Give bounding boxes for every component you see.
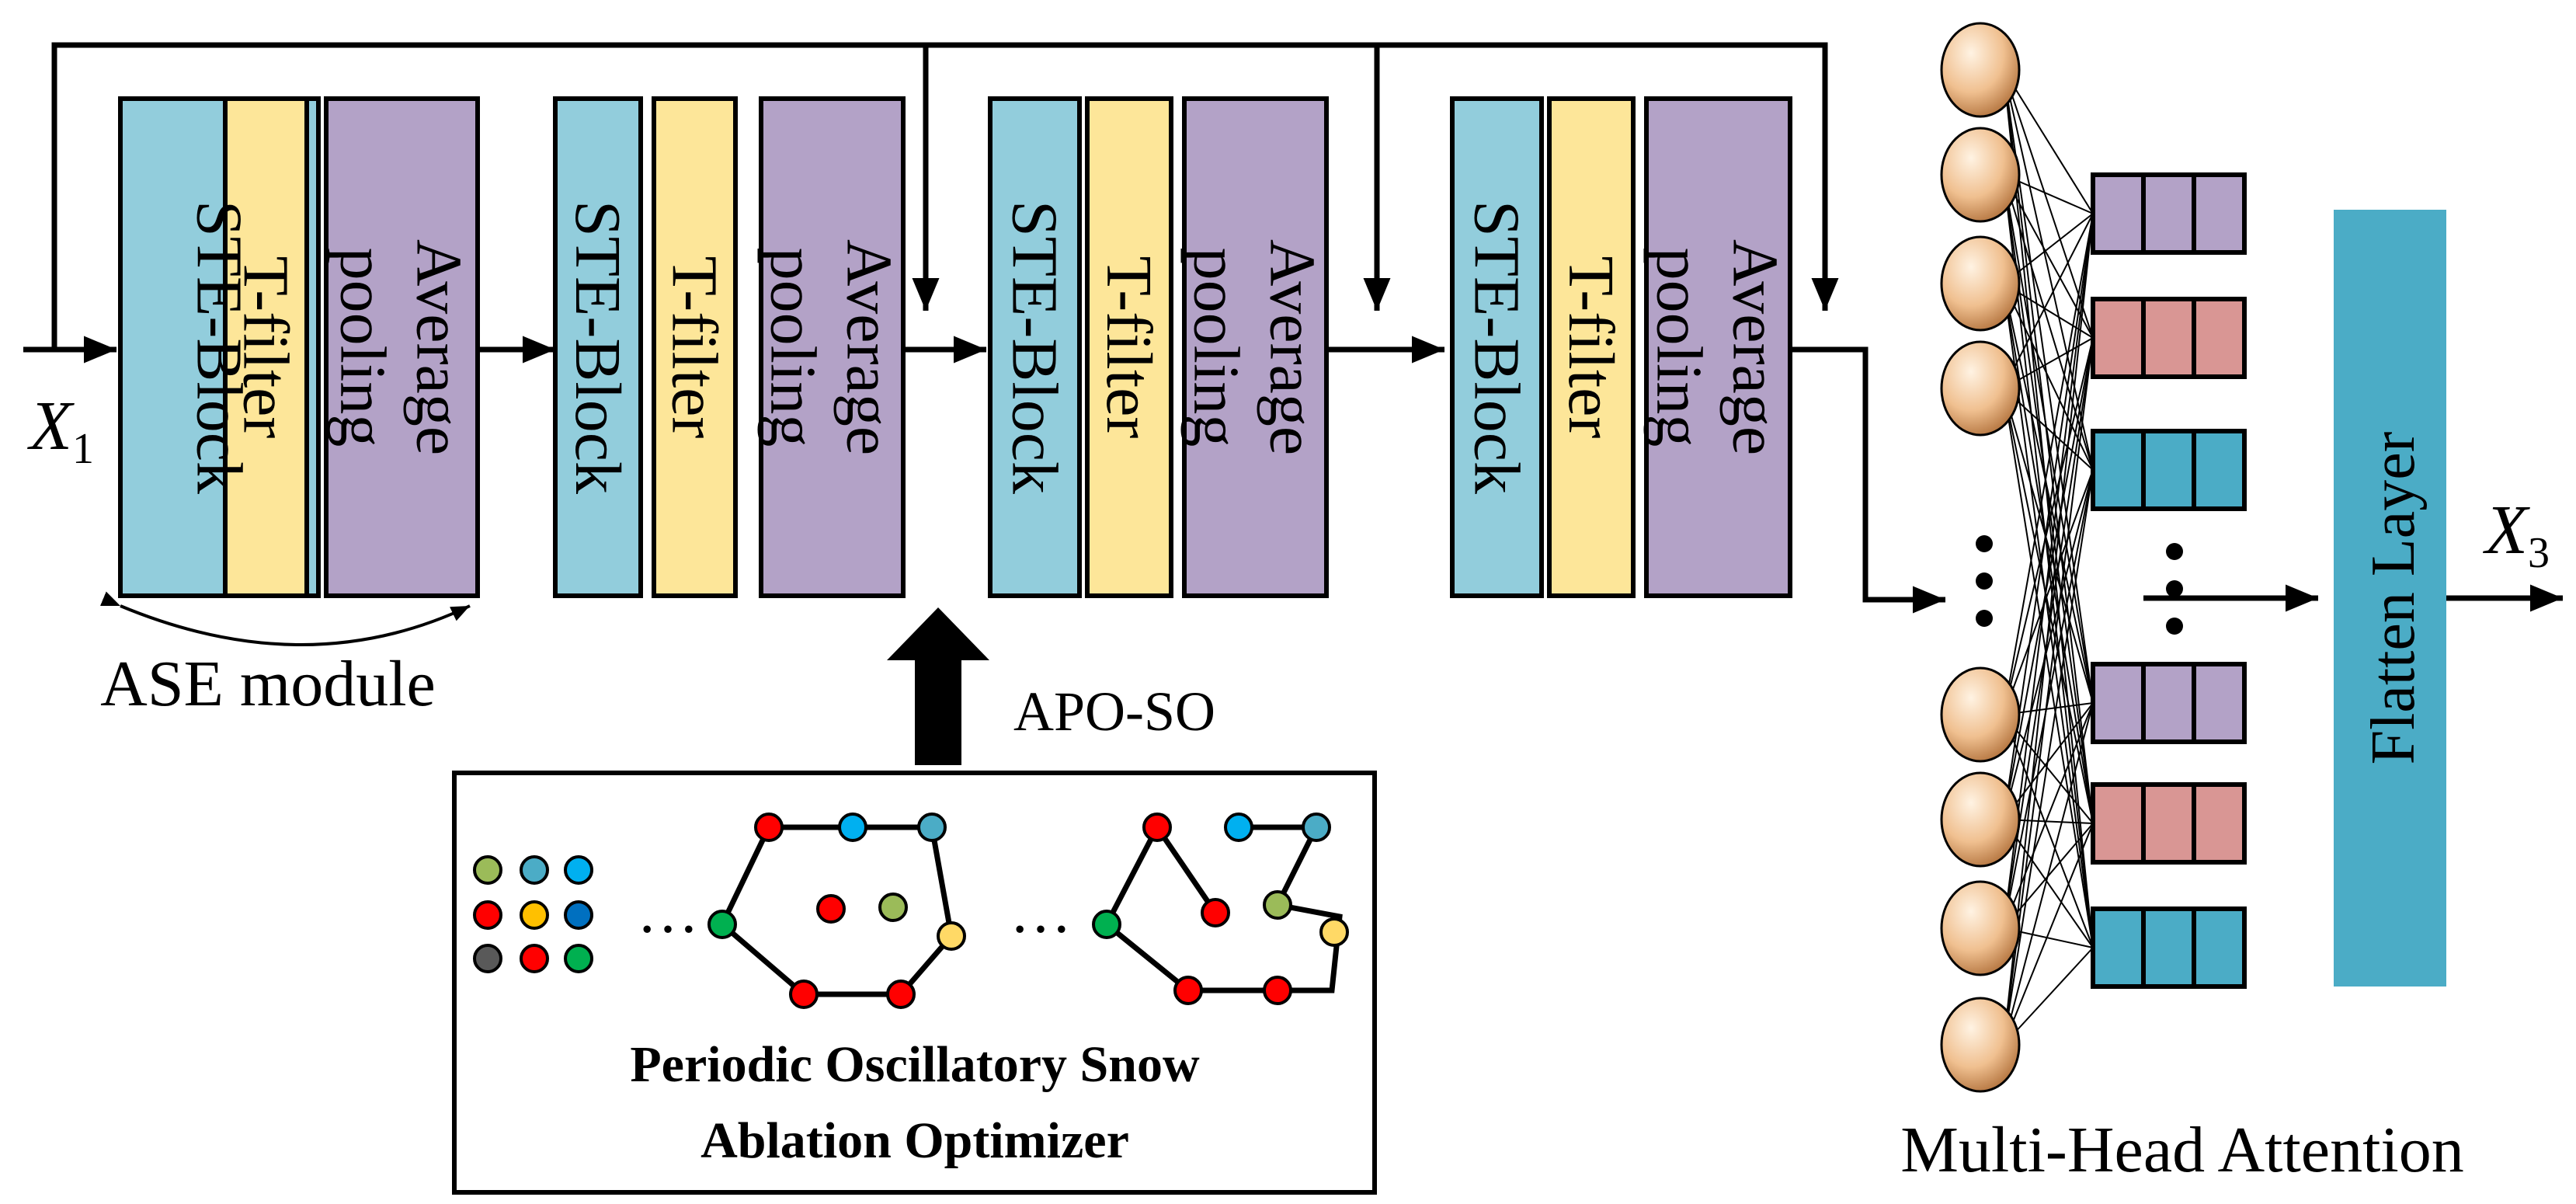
flatten-layer bbox=[2334, 210, 2446, 987]
optimizer-title-line2: Ablation Optimizer bbox=[700, 1112, 1129, 1169]
solution-node-a7 bbox=[789, 980, 819, 1009]
population-dot-7 bbox=[473, 944, 502, 973]
ste-block-label-4: STE-Block bbox=[1461, 200, 1533, 494]
attention-head-4 bbox=[2091, 662, 2247, 744]
solution-node-b1 bbox=[1092, 910, 1121, 939]
attention-head-1 bbox=[2091, 172, 2247, 255]
attention-head-2 bbox=[2091, 297, 2247, 379]
attention-ellipsis-right bbox=[2166, 543, 2183, 635]
attention-label: Multi-Head Attention bbox=[1900, 1114, 2464, 1186]
attention-neuron-2 bbox=[1940, 127, 2021, 223]
t-filter-label-4: T-filter bbox=[1555, 256, 1627, 439]
aposo-label: APO-SO bbox=[1013, 680, 1215, 743]
population-dot-9 bbox=[564, 944, 593, 973]
solution-node-a1 bbox=[707, 910, 737, 939]
attention-neuron-1 bbox=[1940, 22, 2021, 118]
solution-node-a9 bbox=[878, 893, 908, 922]
attention-neuron-7 bbox=[1940, 880, 2021, 976]
solution-node-b4 bbox=[1224, 813, 1253, 842]
output-subscript: 3 bbox=[2528, 529, 2550, 577]
main-flow bbox=[23, 336, 2563, 614]
ste-block-label-3: STE-Block bbox=[999, 200, 1071, 494]
average-pooling-label-1: Averagepooling bbox=[327, 239, 475, 455]
solution-node-b3 bbox=[1201, 898, 1230, 927]
solution-node-b6 bbox=[1263, 890, 1292, 920]
solution-node-a8 bbox=[816, 894, 846, 924]
solution-node-a6 bbox=[886, 980, 916, 1009]
attention-neuron-3 bbox=[1940, 235, 2021, 332]
ase-module-label: ASE module bbox=[100, 648, 436, 720]
t-filter-block-4 bbox=[1547, 96, 1636, 598]
attention-neuron-8 bbox=[1940, 997, 2021, 1093]
optimizer-box bbox=[452, 771, 1377, 1195]
attention-neuron-6 bbox=[1940, 771, 2021, 868]
attention-head-6 bbox=[2091, 906, 2247, 989]
t-filter-block-2 bbox=[652, 96, 738, 598]
average-pooling-label-2: Averagepooling bbox=[757, 239, 906, 455]
solution-node-b9 bbox=[1173, 976, 1203, 1005]
ste-block-3 bbox=[988, 96, 1082, 598]
solution-node-a3 bbox=[838, 813, 867, 842]
population-dot-3 bbox=[564, 855, 593, 885]
ste-block-label-1: STE-Block bbox=[183, 200, 256, 494]
input-subscript: 1 bbox=[72, 425, 94, 473]
dots-right: … bbox=[1010, 878, 1072, 946]
population-dot-1 bbox=[473, 855, 502, 885]
ase-bracket bbox=[100, 591, 471, 646]
attention-head-5 bbox=[2091, 782, 2247, 865]
attention-ellipsis-left bbox=[1976, 535, 1993, 627]
attention-neurons bbox=[1940, 22, 2021, 1093]
average-pooling-label-4: Averagepooling bbox=[1643, 239, 1792, 455]
population-dot-2 bbox=[520, 855, 549, 885]
solution-node-a4 bbox=[917, 813, 947, 842]
input-label: X1 bbox=[27, 388, 94, 473]
solution-node-b8 bbox=[1263, 976, 1292, 1005]
aposo-arrow bbox=[887, 607, 989, 765]
t-filter-block-1 bbox=[223, 96, 309, 598]
solution-node-a2 bbox=[754, 813, 784, 842]
optimizer-title-line1: Periodic Oscillatory Snow bbox=[630, 1036, 1200, 1093]
ste-block-4 bbox=[1450, 96, 1544, 598]
solution-node-b7 bbox=[1319, 917, 1349, 947]
solution-node-b2 bbox=[1142, 813, 1172, 842]
dots-left: … bbox=[637, 878, 699, 946]
population-dot-8 bbox=[520, 944, 549, 973]
ase-group-2: STE-Block T-filter Averagepooling bbox=[553, 96, 906, 598]
average-pooling-label-3: Averagepooling bbox=[1180, 239, 1329, 455]
attention-head-3 bbox=[2091, 429, 2247, 511]
average-pooling-block-3 bbox=[1182, 96, 1329, 598]
solution-node-b5 bbox=[1302, 813, 1331, 842]
output-label: X3 bbox=[2483, 492, 2550, 577]
ste-block-2 bbox=[553, 96, 643, 598]
population-dot-5 bbox=[520, 900, 549, 930]
attention-heads bbox=[2091, 172, 2247, 989]
attention-neuron-4 bbox=[1940, 340, 2021, 437]
ste-block-label-2: STE-Block bbox=[561, 200, 634, 494]
t-filter-block-3 bbox=[1085, 96, 1173, 598]
average-pooling-block-4 bbox=[1644, 96, 1792, 598]
solution-node-a5 bbox=[937, 921, 966, 951]
average-pooling-block-2 bbox=[759, 96, 906, 598]
population-dot-6 bbox=[564, 900, 593, 930]
t-filter-label-2: T-filter bbox=[659, 256, 731, 439]
skip-connections bbox=[51, 42, 1839, 350]
optimizer-graphics bbox=[473, 813, 1349, 1009]
attention-connections bbox=[2003, 69, 2094, 1046]
t-filter-label-1: T-filter bbox=[230, 256, 302, 439]
t-filter-label-3: T-filter bbox=[1093, 256, 1165, 439]
attention-neuron-5 bbox=[1940, 666, 2021, 763]
flatten-label: Flatten Layer bbox=[2359, 432, 2428, 765]
population-dot-4 bbox=[473, 900, 502, 930]
search-path-2a bbox=[1104, 822, 1218, 926]
